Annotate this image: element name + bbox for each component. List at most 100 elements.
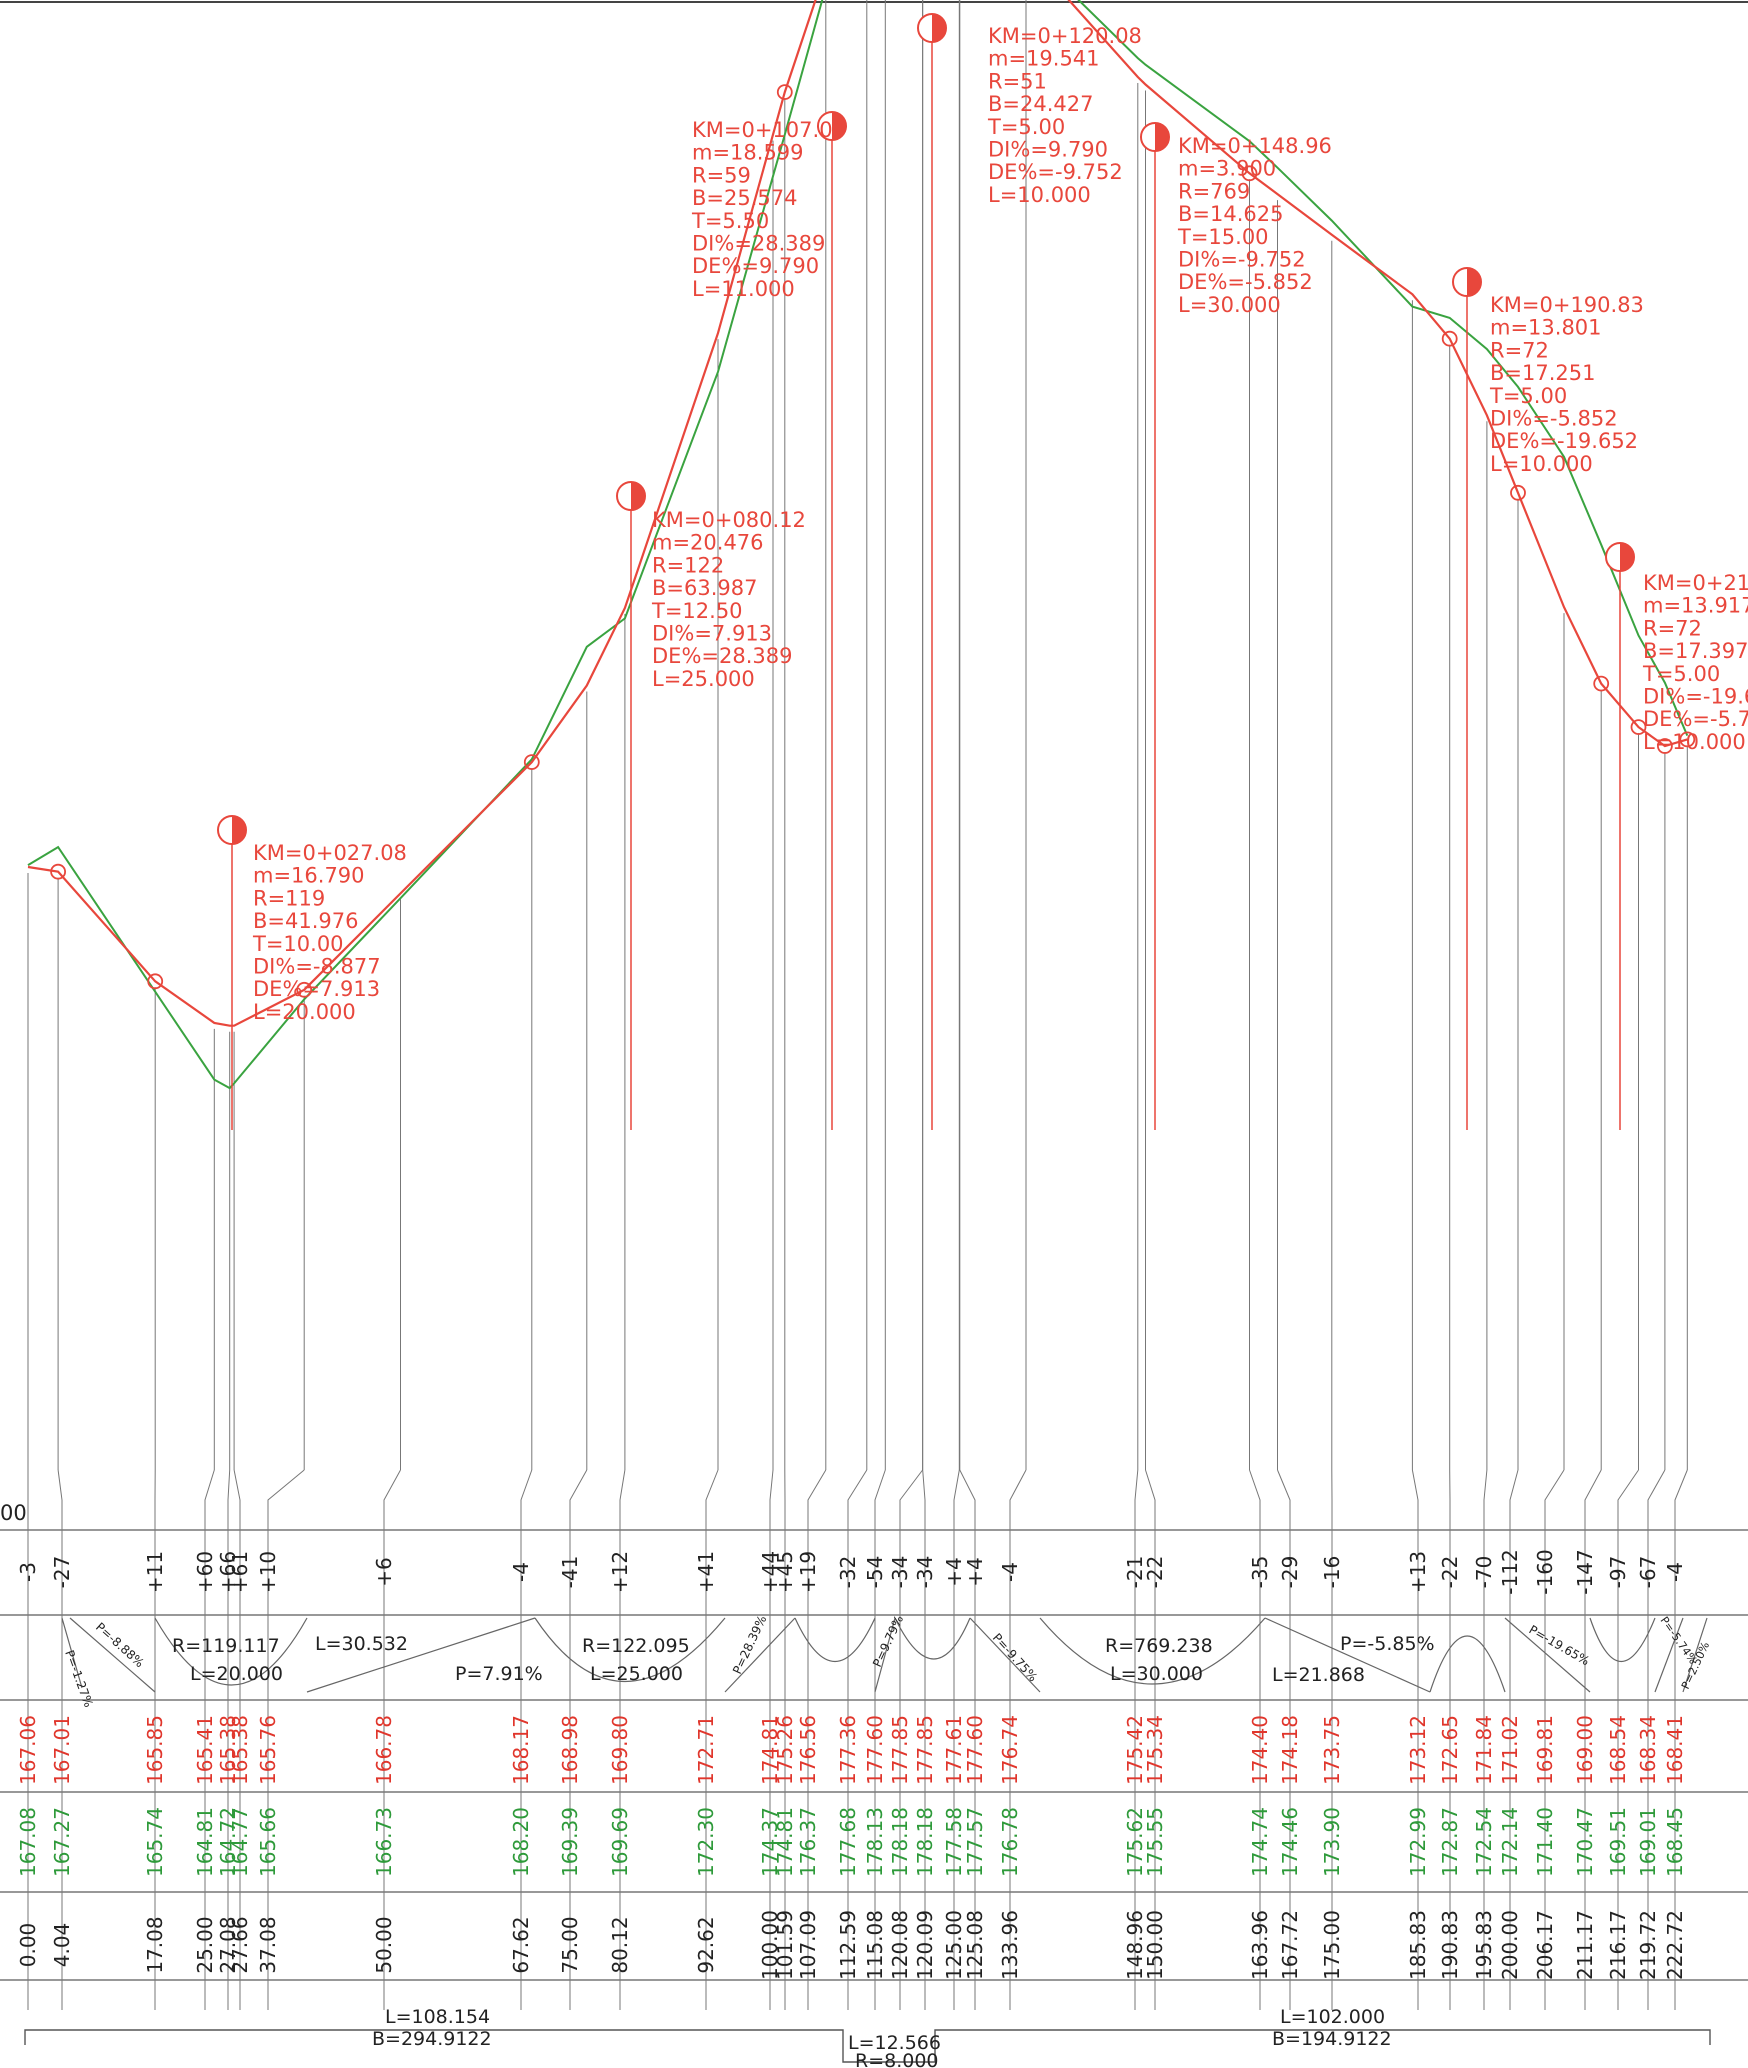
callout-line: R=769 — [1178, 179, 1250, 203]
station-terrain-value: 170.47 — [1573, 1807, 1597, 1877]
callout-line: T=5.00 — [1489, 384, 1567, 408]
grade-label-p4: P=28.39% — [730, 1613, 769, 1676]
station-dist-value: 4.04 — [50, 1923, 74, 1968]
station-leader — [1277, 1469, 1291, 2010]
grade-sketches — [61, 1617, 1708, 1693]
station-leader — [1674, 1469, 1688, 2010]
station-terrain-value: 175.62 — [1123, 1807, 1147, 1877]
callout-line: R=72 — [1490, 338, 1549, 362]
station-diff-value: +19 — [796, 1551, 820, 1593]
station-diff-value: -35 — [1248, 1556, 1272, 1589]
station-diff-value: -97 — [1606, 1556, 1630, 1589]
callout-line: DE%=28.389 — [652, 644, 792, 668]
callout-line: B=25.574 — [692, 186, 797, 210]
station-dist-value: 50.00 — [372, 1916, 396, 1973]
callout-line: L=10.000 — [1643, 730, 1746, 754]
station-diff-value: -41 — [558, 1556, 582, 1589]
station-design-value: 168.54 — [1606, 1715, 1630, 1785]
station-diff-value: -34 — [888, 1556, 912, 1589]
segment2-length: L=102.000 — [1280, 2006, 1385, 2028]
station-terrain-value: 172.14 — [1498, 1807, 1522, 1877]
station-design-value: 171.84 — [1472, 1715, 1496, 1785]
station-design-value: 165.85 — [143, 1715, 167, 1785]
station-dist-value: 75.00 — [558, 1916, 582, 1973]
station-dist-value: 120.08 — [888, 1910, 912, 1980]
station-leader — [619, 1469, 626, 2010]
station-design-value: 169.00 — [1573, 1715, 1597, 1785]
callout-line: DE%=-19.652 — [1490, 429, 1638, 453]
station-dist-value: 167.72 — [1278, 1910, 1302, 1980]
callout-line: m=20.476 — [652, 531, 764, 555]
half-circle-fill — [1155, 123, 1169, 151]
station-terrain-value: 167.27 — [50, 1807, 74, 1877]
station-design-value: 168.98 — [558, 1715, 582, 1785]
station-dist-value: 219.72 — [1636, 1910, 1660, 1980]
station-terrain-value: 176.78 — [998, 1807, 1022, 1877]
station-terrain-value: 172.54 — [1472, 1807, 1496, 1877]
callout-line: L=30.000 — [1178, 293, 1281, 317]
station-terrain-value: 166.73 — [372, 1807, 396, 1877]
station-terrain-value: 174.74 — [1248, 1807, 1272, 1877]
callout-line: m=13.917 — [1643, 594, 1748, 618]
callout-line: L=25.000 — [652, 667, 755, 691]
station-leader — [953, 1469, 960, 2010]
half-circle-fill — [232, 816, 246, 844]
grade-label-l1: L=20.000 — [190, 1663, 283, 1685]
segment2-bearing: B=194.9122 — [1272, 2028, 1392, 2050]
station-terrain-value: 164.81 — [193, 1807, 217, 1877]
station-terrain-value: 172.30 — [694, 1807, 718, 1877]
callout-line: B=24.427 — [988, 92, 1093, 116]
station-terrain-value: 175.55 — [1143, 1807, 1167, 1877]
station-design-value: 177.60 — [963, 1715, 987, 1785]
station-design-value: 169.81 — [1533, 1715, 1557, 1785]
station-design-value: 171.02 — [1498, 1715, 1522, 1785]
callout-line: KM=0+080.12 — [652, 508, 806, 532]
callout-line: T=5.00 — [987, 115, 1065, 139]
grade-label-p6: P=-9.75% — [990, 1631, 1040, 1685]
station-terrain-value: 164.77 — [228, 1807, 252, 1877]
station-terrain-value: 169.69 — [608, 1807, 632, 1877]
station-dist-value: 211.17 — [1573, 1910, 1597, 1980]
station-terrain-value: 177.57 — [963, 1807, 987, 1877]
grade-label-l4: L=30.000 — [1110, 1663, 1203, 1685]
station-dist-value: 125.08 — [963, 1910, 987, 1980]
station-leader — [267, 1469, 305, 2010]
station-leader — [1249, 1469, 1261, 2010]
station-design-value: 165.38 — [228, 1715, 252, 1785]
station-diff-value: -70 — [1472, 1556, 1496, 1589]
station-dist-value: 200.00 — [1498, 1910, 1522, 1980]
station-leader — [1134, 1469, 1139, 2010]
vertical-curve-callout: KM=0+211.1m=13.917R=72B=17.397T=5.00DI%=… — [1605, 542, 1748, 1130]
station-design-value: 169.80 — [608, 1715, 632, 1785]
callout-line: DI%=-5.852 — [1490, 407, 1618, 431]
tangent-point-circle — [1593, 675, 1610, 692]
callout-line: R=119 — [253, 886, 325, 910]
terrain-profile — [27, 0, 1689, 1090]
station-dist-value: 125.00 — [942, 1910, 966, 1980]
grade-label-r3: R=769.238 — [1105, 1635, 1213, 1657]
callout-line: DE%=-5.735 — [1643, 707, 1748, 731]
station-design-value: 177.36 — [836, 1715, 860, 1785]
station-diff-value: +44 — [758, 1551, 782, 1593]
grade-label-r2: R=122.095 — [582, 1635, 690, 1657]
station-design-value: 168.17 — [509, 1715, 533, 1785]
callout-line: B=17.251 — [1490, 361, 1595, 385]
station-leader — [1145, 1469, 1156, 2010]
station-leader — [57, 1469, 63, 2010]
station-design-value: 175.42 — [1123, 1715, 1147, 1785]
station-dist-value: 112.59 — [836, 1910, 860, 1980]
grade-label-p7: P=-5.85% — [1340, 1633, 1435, 1655]
vertical-curve-callout: KM=0+027.08m=16.790R=119B=41.976T=10.00D… — [217, 815, 407, 1130]
station-diff-value: +66 — [216, 1551, 240, 1593]
callout-line: T=15.00 — [1177, 225, 1269, 249]
tangent-point-circle — [1241, 165, 1258, 182]
station-dist-value: 150.00 — [1143, 1910, 1167, 1980]
station-dist-value: 27.08 — [216, 1916, 240, 1973]
station-design-value: 167.06 — [16, 1715, 40, 1785]
callout-line: m=16.790 — [253, 864, 365, 888]
callout-line: DI%=-9.752 — [1178, 248, 1306, 272]
station-design-value: 168.34 — [1636, 1715, 1660, 1785]
callout-line: DE%=7.913 — [253, 977, 380, 1001]
callout-line: T=10.00 — [252, 932, 344, 956]
station-design-value: 177.60 — [863, 1715, 887, 1785]
